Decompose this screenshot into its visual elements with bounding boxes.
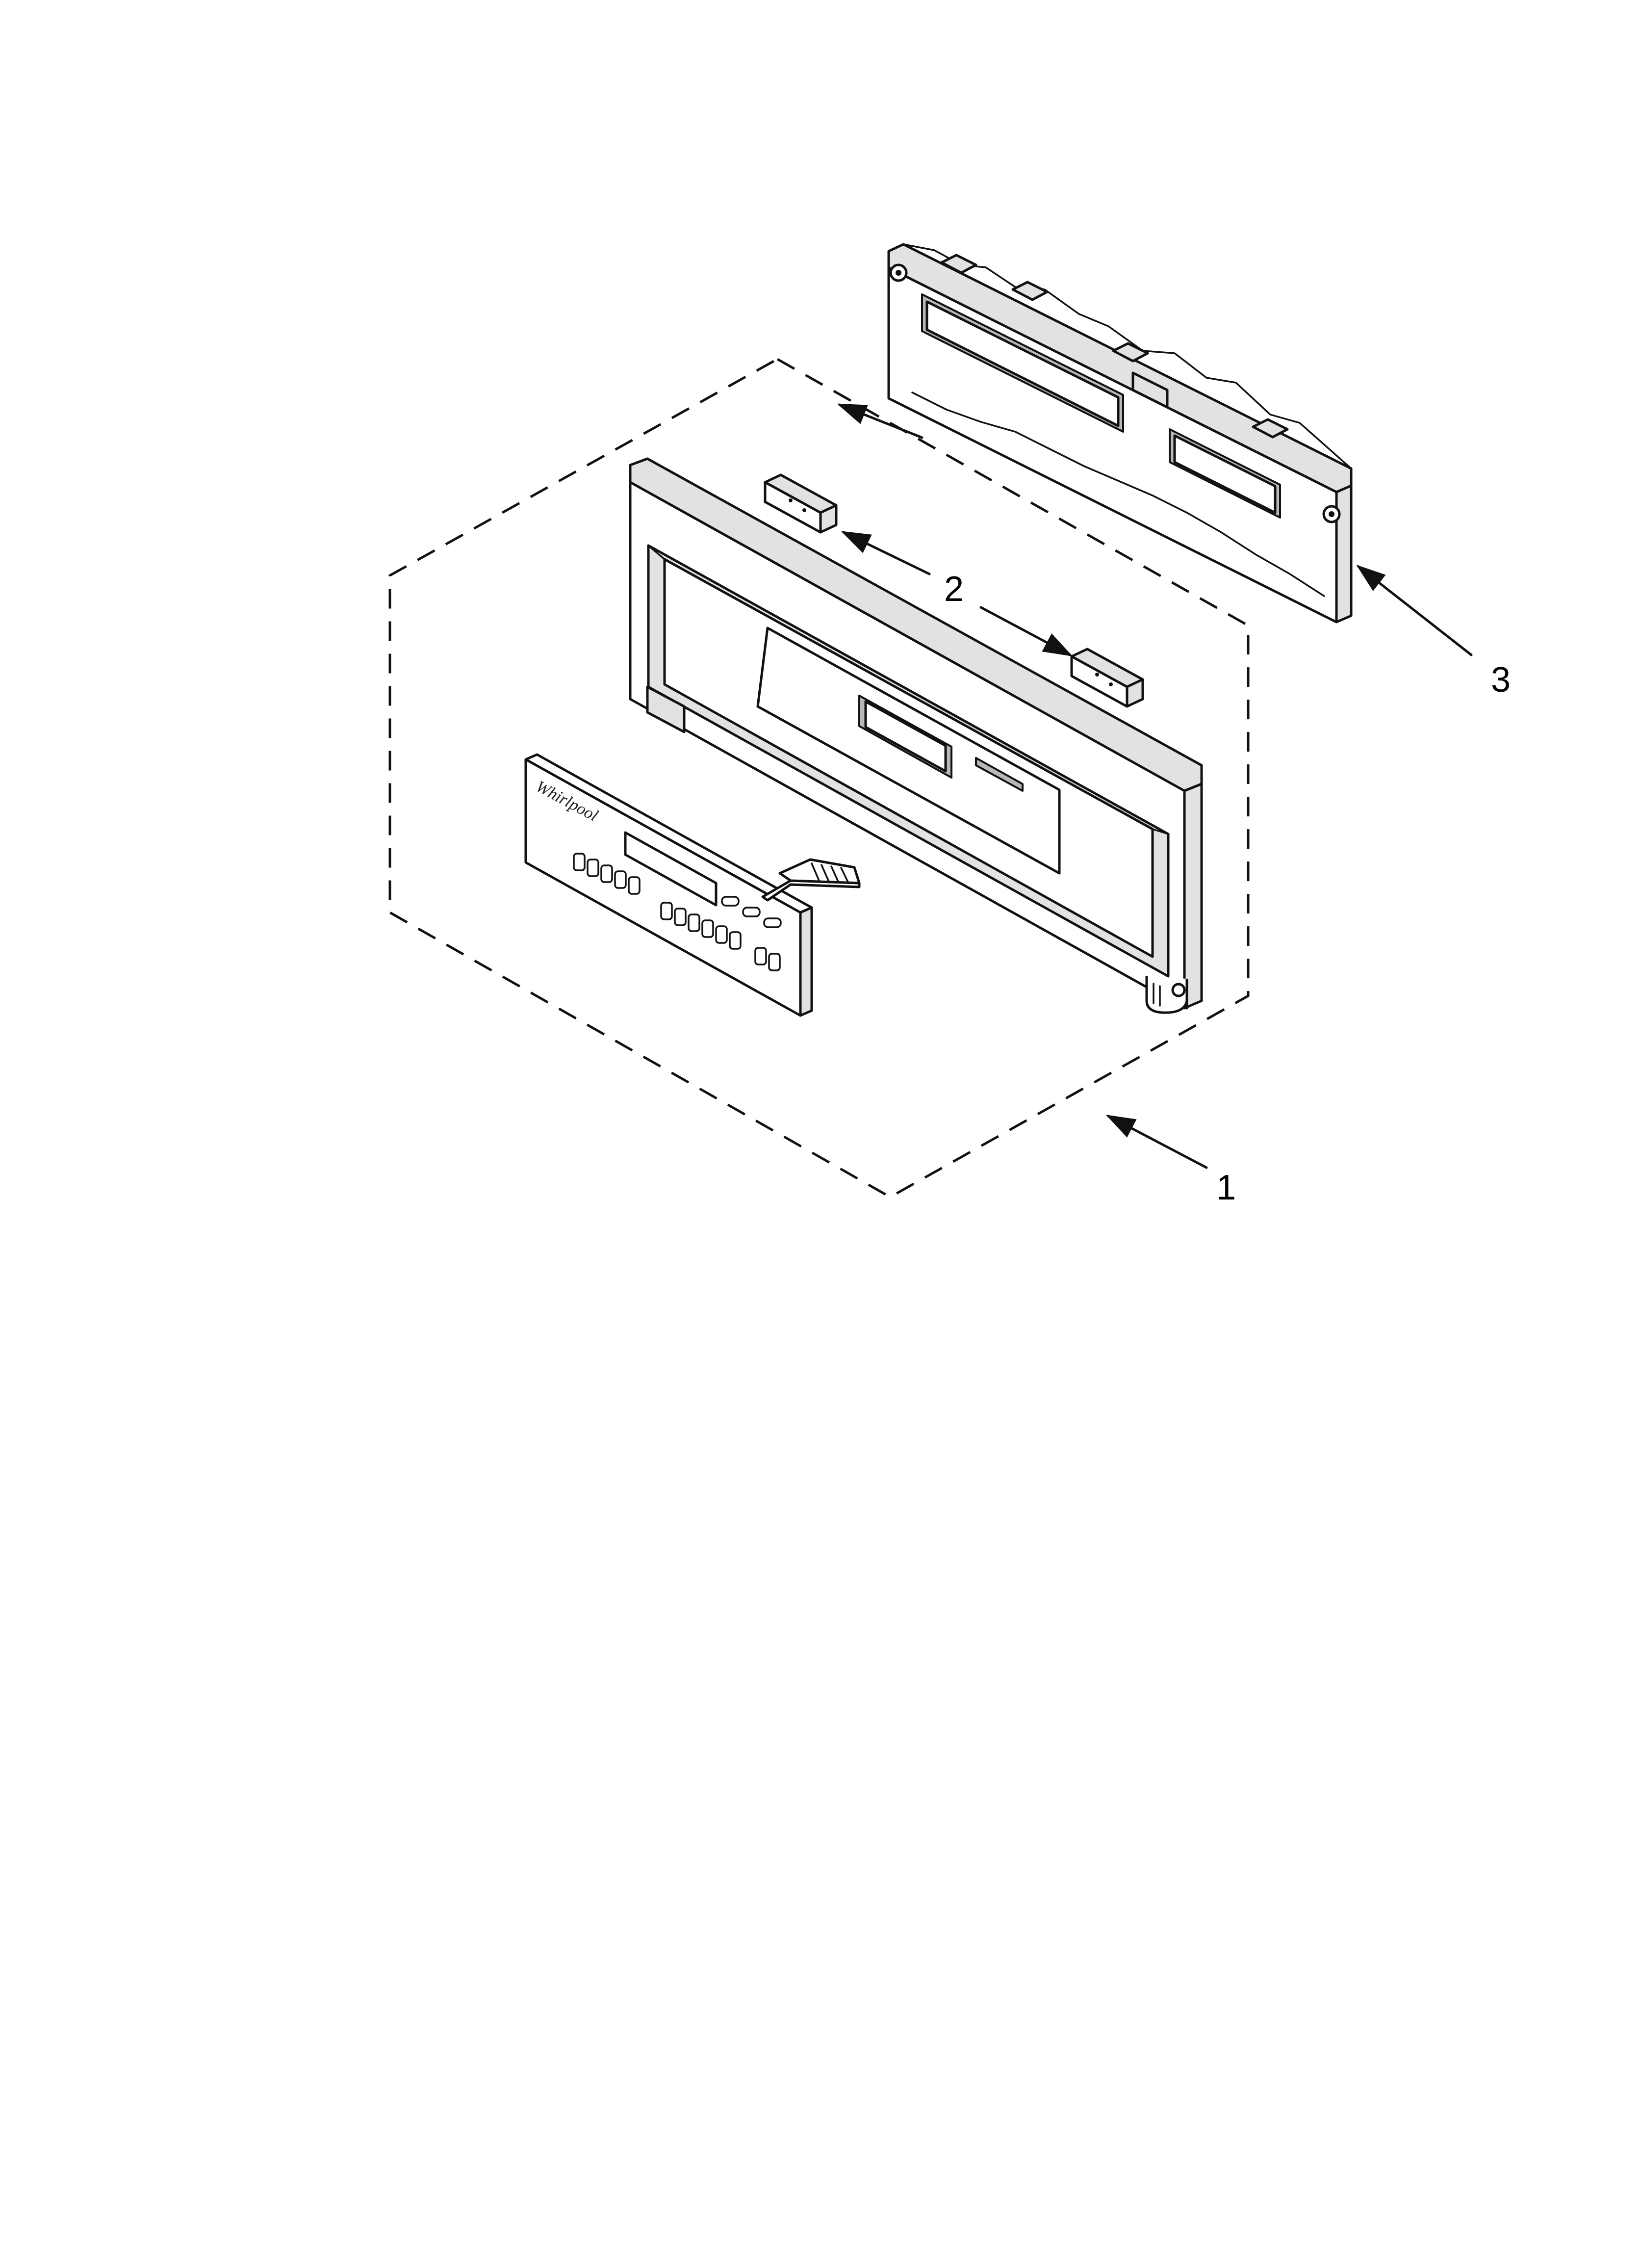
spacer-block-part2-upper [764,473,838,534]
callout-label-3: 3 [1491,660,1511,700]
leader-part2-b [979,606,1073,656]
callout-label-1: 1 [1216,1168,1236,1207]
leader-part2-a [841,531,931,575]
control-housing-part3 [887,243,1353,624]
assembly-dashed-outline [388,358,1250,1199]
ribbon-cable [761,858,861,902]
control-overlay-panel: Whirlpool [524,753,861,1017]
leader-part3 [1356,565,1473,656]
keypad-row-1 [573,853,641,895]
leader-part2-upper [837,403,924,439]
leader-part1 [1105,1115,1208,1169]
control-panel-frame [629,457,1203,1014]
spacer-block-part2-lower [1070,648,1144,708]
keypad-row-2 [660,902,781,971]
leader-part2-upper-line [844,438,922,526]
keypad-small-buttons [721,896,782,928]
callout-label-2: 2 [944,570,964,609]
